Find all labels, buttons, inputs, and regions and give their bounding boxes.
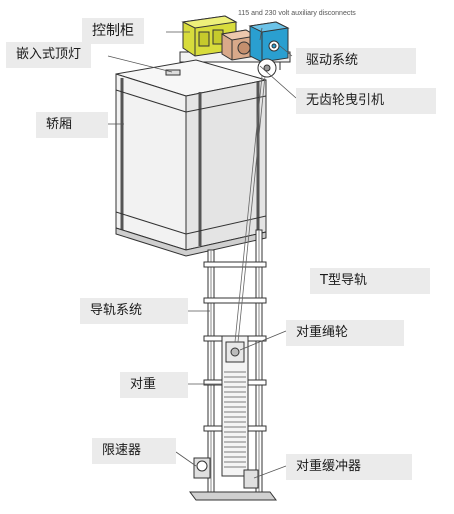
label-t-rail: T型导轨 xyxy=(310,268,430,294)
label-cwt-buffer: 对重缓冲器 xyxy=(286,454,412,480)
label-car: 轿厢 xyxy=(36,112,108,138)
label-counterweight: 对重 xyxy=(120,372,188,398)
car-left-face xyxy=(115,73,187,251)
label-recessed-light: 嵌入式顶灯 xyxy=(6,42,92,68)
label-cwt-sheave: 对重绳轮 xyxy=(286,320,404,346)
label-drive-system: 驱动系统 xyxy=(296,48,416,74)
recessed-light-shape xyxy=(165,69,181,76)
label-gearless-machine: 无齿轮曳引机 xyxy=(296,88,436,114)
auxiliary-disconnect-caption: 115 and 230 volt auxiliary disconnects xyxy=(238,10,356,17)
label-governor: 限速器 xyxy=(92,438,176,464)
pit-base xyxy=(189,491,277,501)
label-control-cabinet: 控制柜 xyxy=(82,18,144,44)
label-rail-system: 导轨系统 xyxy=(80,298,188,324)
gearless-machine-shape xyxy=(220,29,258,61)
drive-system-shape xyxy=(248,21,290,63)
buffer-shape xyxy=(243,469,259,489)
